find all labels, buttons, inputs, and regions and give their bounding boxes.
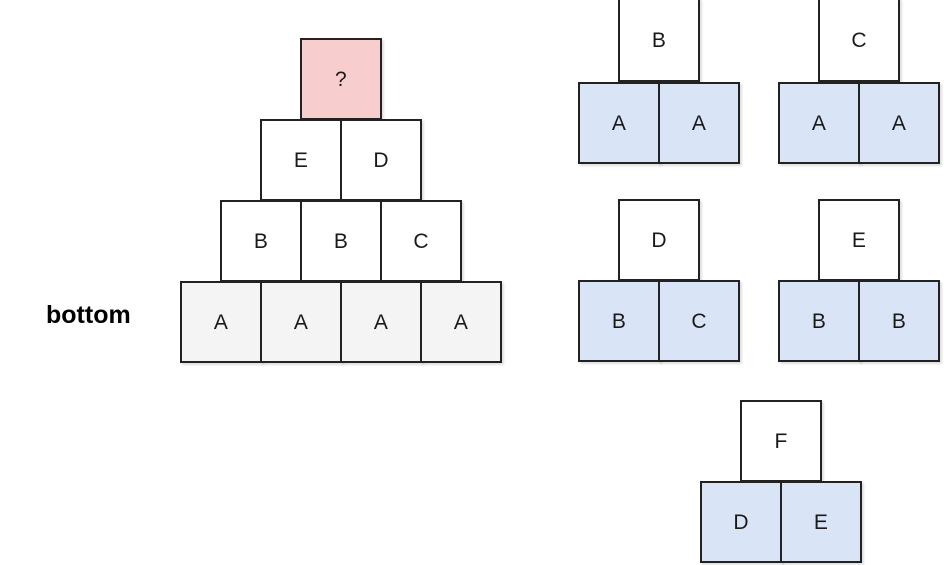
pyramid-cell-row3-0[interactable]: B	[220, 200, 302, 282]
option-4-base-cell-1[interactable]: B	[858, 280, 940, 362]
option-5-base-cell-1[interactable]: E	[780, 481, 862, 563]
pyramid-cell-bottom-0[interactable]: A	[180, 281, 262, 363]
pyramid-cell-row3-1[interactable]: B	[300, 200, 382, 282]
option-2-base-cell-0[interactable]: A	[778, 82, 860, 164]
option-2-top-cell[interactable]: C	[818, 0, 900, 82]
option-3-base-cell-1[interactable]: C	[658, 280, 740, 362]
bottom-row-label: bottom	[46, 301, 131, 329]
pyramid-cell-bottom-1[interactable]: A	[260, 281, 342, 363]
option-3-top-cell[interactable]: D	[618, 199, 700, 281]
option-5-top-cell[interactable]: F	[740, 400, 822, 482]
option-4-base-cell-0[interactable]: B	[778, 280, 860, 362]
option-1-top-cell[interactable]: B	[618, 0, 700, 82]
option-1-base-cell-0[interactable]: A	[578, 82, 660, 164]
pyramid-cell-bottom-2[interactable]: A	[340, 281, 422, 363]
option-1-base-cell-1[interactable]: A	[658, 82, 740, 164]
option-4-top-cell[interactable]: E	[818, 199, 900, 281]
option-3-base-cell-0[interactable]: B	[578, 280, 660, 362]
option-5-base-cell-0[interactable]: D	[700, 481, 782, 563]
pyramid-cell-row3-2[interactable]: C	[380, 200, 462, 282]
pyramid-cell-top-0[interactable]: ?	[300, 38, 382, 120]
pyramid-cell-bottom-3[interactable]: A	[420, 281, 502, 363]
pyramid-cell-row2-0[interactable]: E	[260, 119, 342, 201]
pyramid-cell-row2-1[interactable]: D	[340, 119, 422, 201]
option-2-base-cell-1[interactable]: A	[858, 82, 940, 164]
